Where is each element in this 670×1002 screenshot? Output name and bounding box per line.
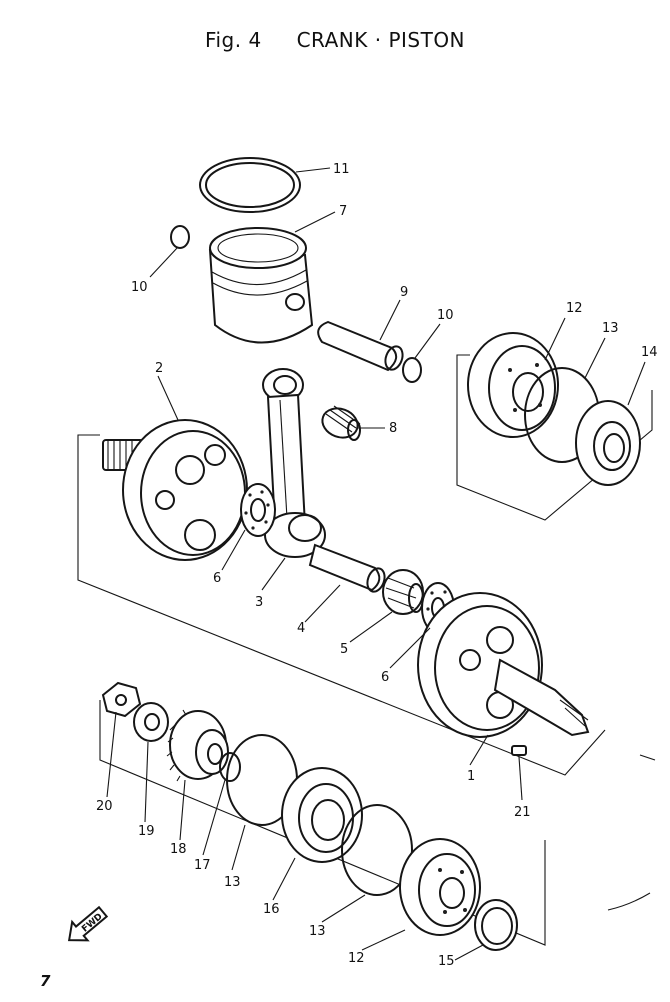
crank-bearing-lower [399, 838, 481, 936]
callout-2: 2 [155, 361, 163, 376]
crank-assembly-boundary [77, 434, 606, 776]
piston-pin-clip-right [402, 357, 422, 383]
part-callouts: 11 7 10 9 10 12 13 14 2 8 6 3 4 5 6 1 21… [96, 162, 658, 969]
callout-13a: 13 [602, 321, 619, 336]
bearing-circlip-lower [341, 804, 413, 896]
bearing-assembly-boundary [456, 354, 653, 521]
crank-pin [308, 543, 386, 593]
callout-13b: 13 [224, 875, 241, 890]
callout-4: 4 [297, 621, 305, 636]
crank-wheel-left [102, 419, 248, 561]
callout-19: 19 [138, 824, 155, 839]
callout-14: 14 [641, 345, 658, 360]
page-number: 7 [40, 972, 51, 990]
shim-washer [474, 899, 518, 951]
connecting-rod [262, 368, 326, 558]
callout-13c: 13 [309, 924, 326, 939]
figure-number: Fig. 4 [204, 28, 262, 52]
crank-bearing-upper [467, 332, 559, 438]
callout-8: 8 [389, 421, 397, 436]
crank-wheel-right [417, 592, 590, 738]
piston-pin-clip-left [170, 225, 190, 249]
margin-marks [607, 754, 656, 911]
callout-20: 20 [96, 799, 113, 814]
callout-21: 21 [514, 805, 531, 820]
forward-arrow-icon: FWD [67, 905, 109, 942]
collar-ring [219, 752, 241, 782]
piston [208, 227, 314, 344]
callout-7: 7 [339, 204, 347, 219]
thrust-washer-left [240, 483, 276, 537]
callout-17: 17 [194, 858, 211, 873]
callout-3: 3 [255, 595, 263, 610]
callout-10a: 10 [131, 280, 148, 295]
page-title: Fig. 4 CRANK · PISTON [0, 28, 670, 52]
piston-pin [317, 320, 404, 372]
callout-6a: 6 [213, 571, 221, 586]
callout-12b: 12 [348, 951, 365, 966]
leader-lines [106, 167, 646, 961]
small-end-bearing [321, 405, 361, 441]
callout-10b: 10 [437, 308, 454, 323]
callout-6b: 6 [381, 670, 389, 685]
callout-16: 16 [263, 902, 280, 917]
big-end-bearing [382, 569, 424, 615]
primary-drive-gear [166, 709, 229, 782]
lock-washer [133, 702, 169, 742]
callout-18: 18 [170, 842, 187, 857]
callout-12a: 12 [566, 301, 583, 316]
oil-seal [575, 400, 641, 486]
callout-15: 15 [438, 954, 455, 969]
callout-1: 1 [467, 769, 475, 784]
callout-5: 5 [340, 642, 348, 657]
figure-name: CRANK · PISTON [296, 28, 466, 52]
woodruff-key [511, 745, 527, 756]
crank-nut [101, 681, 142, 718]
crank-bearing-seal [281, 767, 363, 863]
piston-ring [199, 157, 301, 213]
callout-11: 11 [333, 162, 350, 177]
callout-9: 9 [400, 285, 408, 300]
